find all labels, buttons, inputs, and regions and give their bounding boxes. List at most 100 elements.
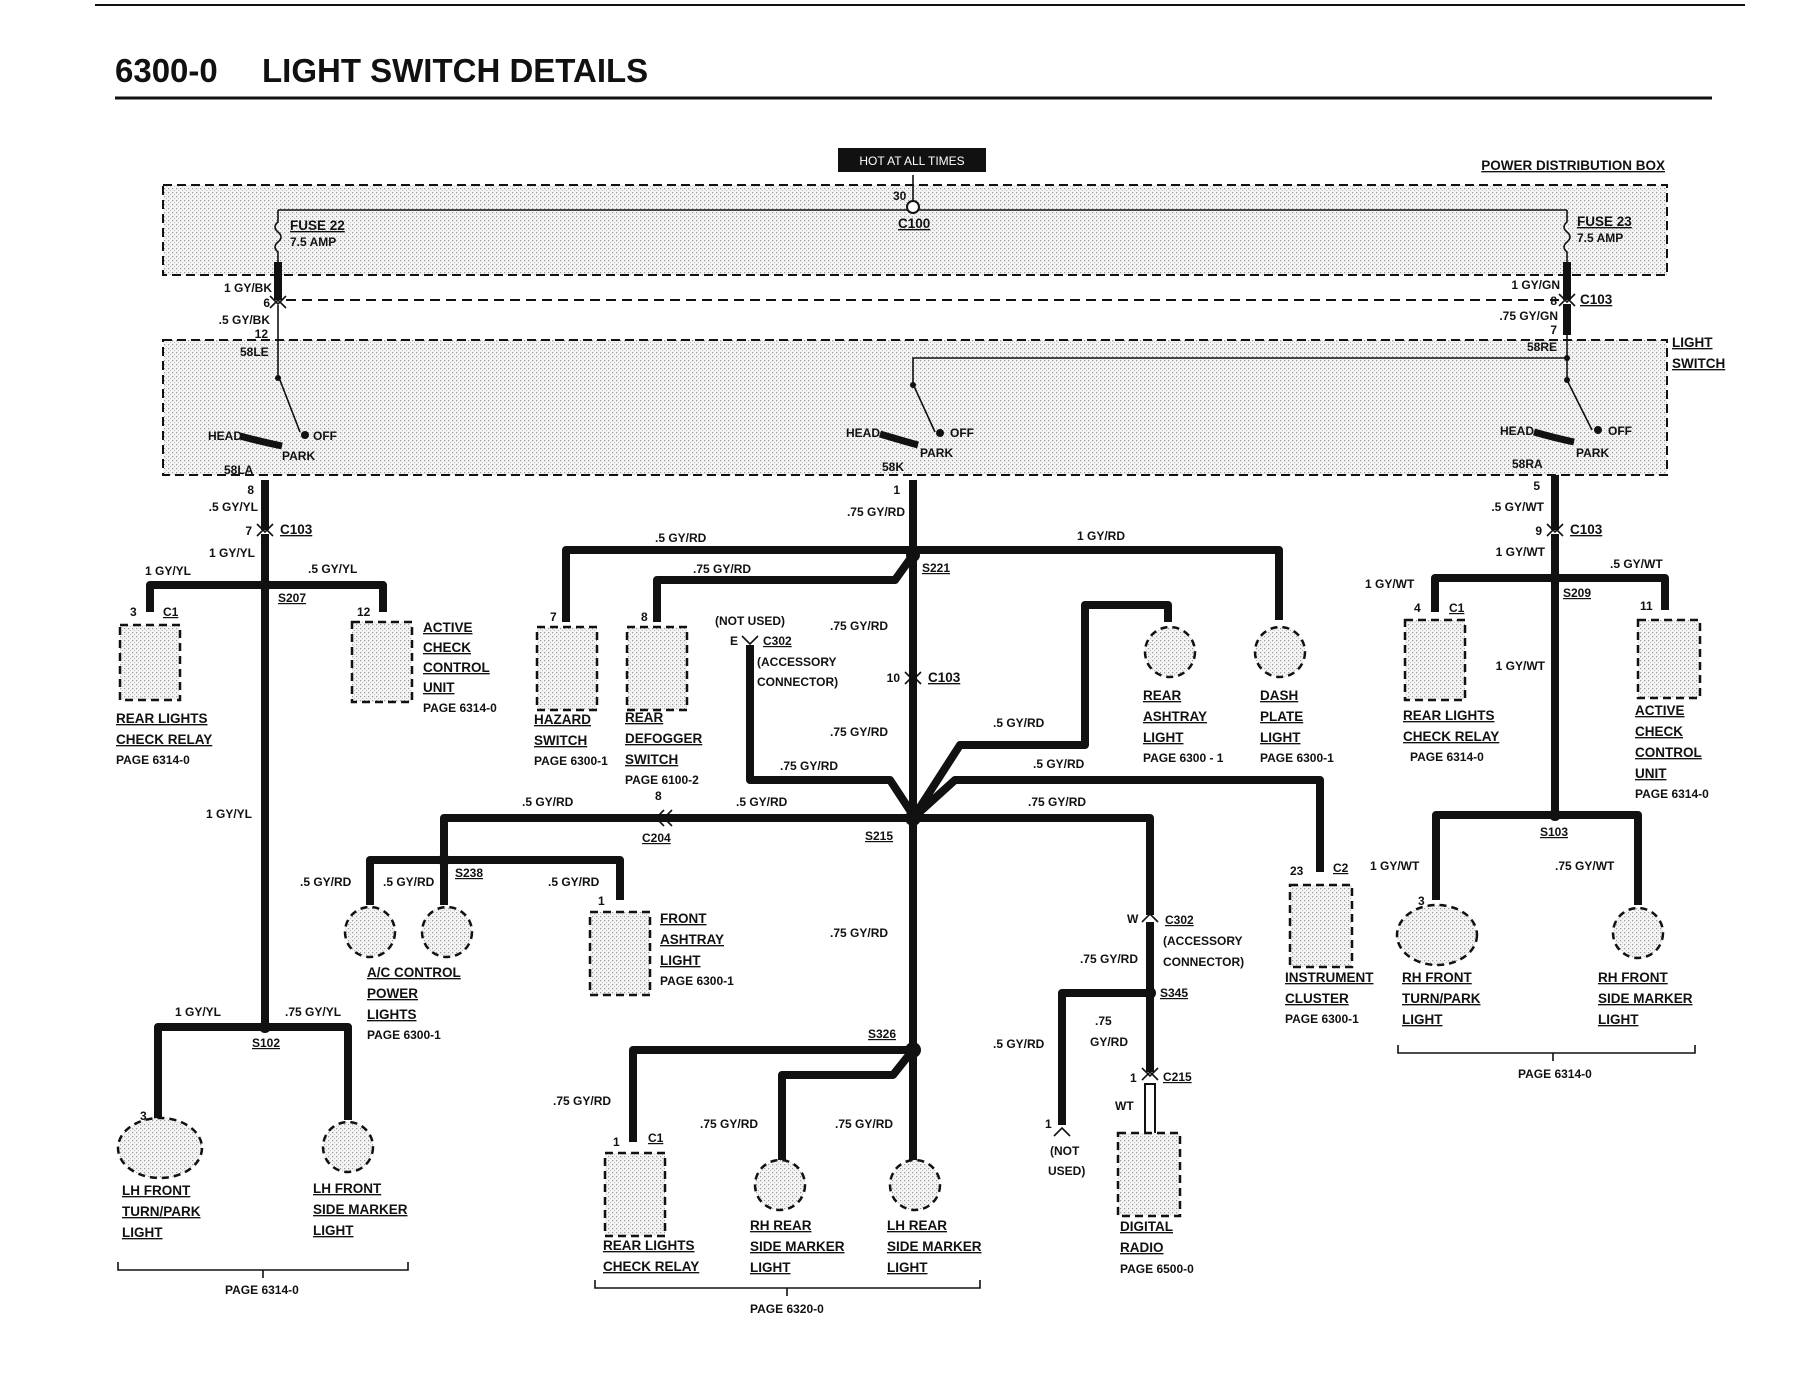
switch-left-head: HEAD (208, 429, 242, 443)
wire-to-active-check-l (265, 581, 387, 612)
wire-075-gy-rd-label-i: .75 GY/RD (553, 1094, 611, 1108)
pin-8-defogger: 8 (641, 610, 648, 624)
c302-top-acc-1: (ACCESSORY (757, 655, 837, 669)
c103-left-lower (256, 523, 274, 537)
rh-front-side-label-2: SIDE MARKER (1598, 991, 1693, 1006)
rear-lights-relay-r-label-1: REAR LIGHTS (1403, 708, 1495, 723)
wire-to-defogger (653, 552, 917, 622)
wire-075-gy-rd-label-g: .75 GY/RD (1080, 952, 1138, 966)
switch-left-off: OFF (313, 429, 337, 443)
rh-rear-side-light (753, 1158, 807, 1212)
rh-front-turn-label-1: RH FRONT (1402, 970, 1472, 985)
switch-left-internal (277, 335, 301, 433)
pin-23: 23 (1290, 864, 1304, 878)
c103-mid-label: C103 (928, 670, 961, 685)
wire-075-gy-rd-label-d: .75 GY/RD (830, 619, 888, 633)
wire-to-rear-relay-b (629, 1046, 913, 1142)
splice-s238-label: S238 (455, 866, 483, 880)
active-check-l-label-3: CONTROL (423, 660, 490, 675)
pin-1-mid: 1 (893, 483, 900, 497)
rear-lights-relay-l-label-2: CHECK RELAY (116, 732, 212, 747)
rear-ashtray-label-3: LIGHT (1143, 730, 1184, 745)
wire-1-gy-yl-label-d: 1 GY/YL (175, 1005, 221, 1019)
fuse-23-amp: 7.5 AMP (1577, 231, 1623, 245)
wire-075-gy-rd-label-h: .75 GY/RD (830, 926, 888, 940)
wire-075-gy-rd-label-c: .75 GY/RD (780, 759, 838, 773)
c1-relay-r: C1 (1449, 601, 1465, 615)
lh-group-page: PAGE 6314-0 (225, 1283, 299, 1297)
active-check-r-label-4: UNIT (1635, 766, 1667, 781)
pin-1-not-used: 1 (1045, 1117, 1052, 1131)
c100-terminal (906, 200, 920, 214)
wire-1-gy-yl-label-c: 1 GY/YL (206, 807, 252, 821)
rear-lights-relay-b-label-2: CHECK RELAY (603, 1259, 699, 1274)
rear-lights-check-relay-r (1403, 618, 1467, 702)
hazard-switch (535, 625, 599, 712)
pin-1-front-ashtray: 1 (598, 894, 605, 908)
digital-radio-page: PAGE 6500-0 (1120, 1262, 1194, 1276)
switch-right-head: HEAD (1500, 424, 1534, 438)
ac-control-label-1: A/C CONTROL (367, 965, 461, 980)
wire-05-gy-rd-label-h: .5 GY/RD (383, 875, 435, 889)
rear-ashtray-light (1143, 625, 1197, 679)
rear-defogger-switch (625, 625, 689, 712)
lh-rear-side-label-1: LH REAR (887, 1218, 947, 1233)
splice-s209-label: S209 (1563, 586, 1591, 600)
wire-1-gy-wt-label-b: 1 GY/WT (1365, 577, 1415, 591)
c302-bottom-label: C302 (1165, 913, 1194, 927)
wire-075-gy-rd-label-a: .75 GY/RD (847, 505, 905, 519)
wire-1-gy-yl-label-b: 1 GY/YL (145, 564, 191, 578)
wire-1-gy-gn-label: 1 GY/GN (1511, 278, 1560, 292)
wire-075-gy-rd-label-k: .75 GY/RD (835, 1117, 893, 1131)
switch-mid-feed (912, 357, 1567, 433)
not-used-end-1: (NOT (1050, 1144, 1080, 1158)
wire-not-used-acc (746, 645, 917, 818)
switch-right-pivot (1564, 377, 1570, 383)
wire-wt (1144, 1083, 1156, 1135)
switch-right-off: OFF (1608, 424, 1632, 438)
rh-rear-side-label-2: SIDE MARKER (750, 1239, 845, 1254)
pin-9-right: 9 (1535, 524, 1542, 538)
c103-right-lower-label: C103 (1570, 522, 1603, 537)
c103-right-label: C103 (1580, 292, 1613, 307)
wire-075-gy-yl-label: .75 GY/YL (285, 1005, 341, 1019)
hazard-label-2: SWITCH (534, 733, 587, 748)
rear-ashtray-label-1: REAR (1143, 688, 1182, 703)
pin-12-label: 12 (255, 327, 269, 341)
wire-05-gy-yl-label-b: .5 GY/YL (308, 562, 357, 576)
pin-12-active-l: 12 (357, 605, 371, 619)
c100-pin: 30 (893, 189, 907, 203)
rh-front-turn-label-3: LIGHT (1402, 1012, 1443, 1027)
rear-lights-relay-l-page: PAGE 6314-0 (116, 753, 190, 767)
instrument-cluster-label-2: CLUSTER (1285, 991, 1349, 1006)
splice-s326-label: S326 (868, 1027, 896, 1041)
wire-to-rear-relay-l (146, 581, 265, 612)
lh-front-side-label-2: SIDE MARKER (313, 1202, 408, 1217)
terminal-58k: 58K (882, 460, 904, 474)
wire-to-radio-branch (913, 814, 1154, 915)
fuse-23-label: FUSE 23 (1577, 214, 1632, 229)
pin-7-right-label: 7 (1550, 323, 1557, 337)
c103-mid-connector (904, 671, 922, 685)
lh-front-turn-label-3: LIGHT (122, 1225, 163, 1240)
active-check-unit-r (1636, 618, 1702, 700)
active-check-r-label-3: CONTROL (1635, 745, 1702, 760)
wire-1-gy-wt-label-a: 1 GY/WT (1496, 545, 1546, 559)
active-check-l-label-2: CHECK (423, 640, 471, 655)
lh-front-side-label-3: LIGHT (313, 1223, 354, 1238)
ac-control-light-1 (343, 905, 397, 959)
wire-1-gy-wt-label-c: 1 GY/WT (1496, 659, 1546, 673)
wire-05-gy-rd-label-c: .5 GY/RD (1033, 757, 1085, 771)
switch-left-off-contact (301, 431, 309, 439)
terminal-58ra: 58RA (1512, 457, 1543, 471)
dash-plate-light (1253, 625, 1307, 679)
rh-rear-side-label-3: LIGHT (750, 1260, 791, 1275)
lh-group-bracket (117, 1262, 409, 1278)
not-used-end-connector (1053, 1126, 1071, 1137)
wire-to-ac-light-1 (366, 856, 444, 905)
dash-plate-label-2: PLATE (1260, 709, 1303, 724)
c103-left-connector (269, 295, 287, 309)
rear-group-bracket (594, 1280, 981, 1296)
front-ashtray-label-1: FRONT (660, 911, 707, 926)
